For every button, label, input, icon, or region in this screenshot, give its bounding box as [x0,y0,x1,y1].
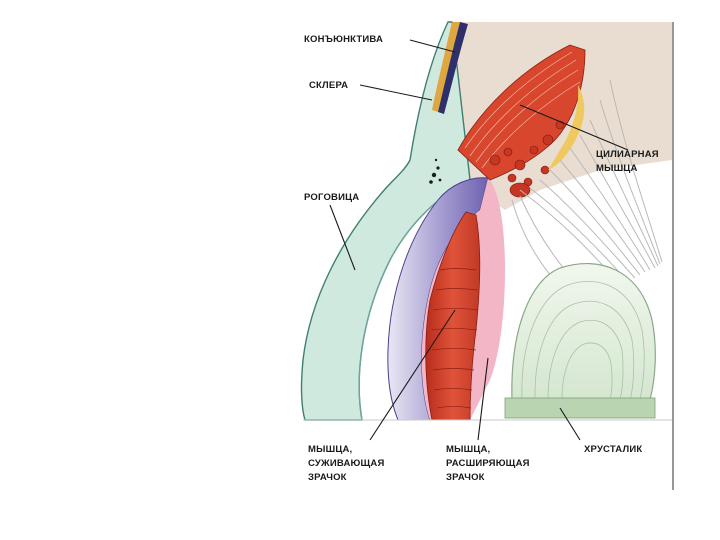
label-dilator-line2: РАСШИРЯЮЩАЯ [446,458,530,469]
label-sphincter-line1: МЫШЦА, [308,444,352,455]
label-lens: ХРУСТАЛИК [584,444,642,455]
label-dilator-line3: ЗРАЧОК [446,472,485,483]
lens [512,264,655,400]
label-dilator-line1: МЫШЦА, [446,444,490,455]
leader-sclera [360,85,432,100]
label-conjunctiva: КОНЪЮНКТИВА [304,34,383,45]
label-ciliary-line1: ЦИЛИАРНАЯ [596,149,659,160]
label-ciliary-line2: МЫШЦА [596,163,638,174]
label-sphincter-line3: ЗРАЧОК [308,472,347,483]
lens-equator-band [505,398,655,418]
label-sphincter-line2: СУЖИВАЮЩАЯ [308,458,384,469]
label-cornea: РОГОВИЦА [304,192,359,203]
label-sclera: СКЛЕРА [309,80,348,91]
